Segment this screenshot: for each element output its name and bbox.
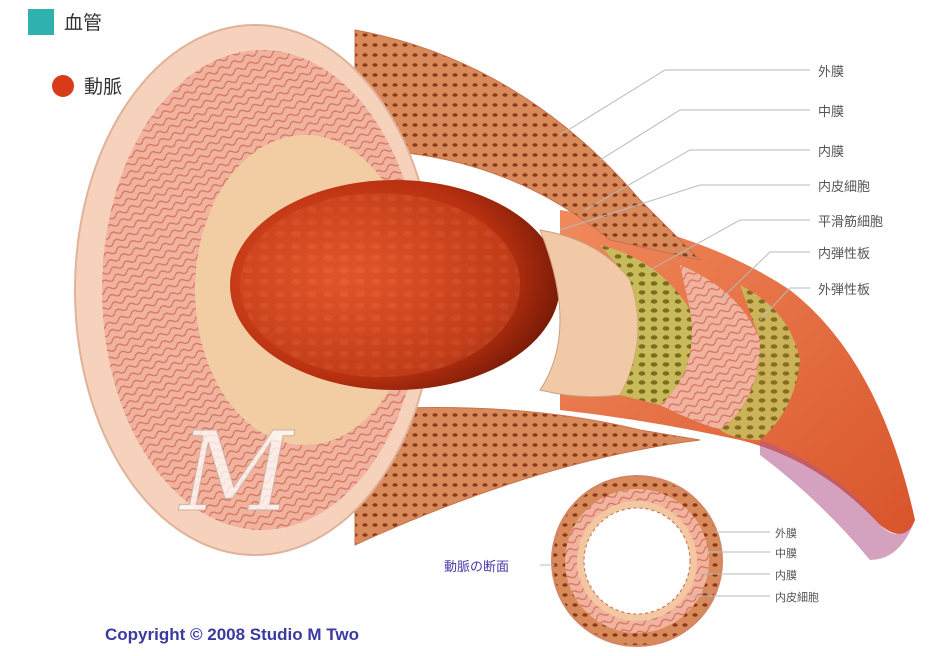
vessel-swatch bbox=[28, 9, 54, 35]
cs-label-endothelium: 内皮細胞 bbox=[775, 589, 819, 605]
label-endothelium: 内皮細胞 bbox=[818, 176, 870, 195]
label-smooth-muscle: 平滑筋細胞 bbox=[818, 211, 883, 230]
label-media: 中膜 bbox=[818, 101, 844, 120]
watermark-m: M bbox=[178, 408, 295, 536]
leader-line-2 bbox=[600, 110, 810, 160]
label-internal-elastic: 内弾性板 bbox=[818, 243, 870, 262]
legend-artery-label: 動脈 bbox=[84, 72, 122, 99]
cross-section-caption: 動脈の断面 bbox=[444, 556, 509, 575]
label-intima: 内膜 bbox=[818, 141, 844, 160]
legend-vessel-label: 血管 bbox=[64, 8, 102, 35]
artery-dot bbox=[52, 75, 74, 97]
legend-vessel: 血管 bbox=[28, 8, 102, 35]
cs-label-media: 中膜 bbox=[775, 545, 797, 561]
label-external-elastic: 外弾性板 bbox=[818, 279, 870, 298]
copyright-text: Copyright © 2008 Studio M Two bbox=[105, 625, 359, 645]
legend-artery: 動脈 bbox=[52, 72, 122, 99]
label-adventitia: 外膜 bbox=[818, 61, 844, 80]
cs-label-adventitia: 外膜 bbox=[775, 525, 797, 541]
cs-label-intima: 内膜 bbox=[775, 567, 797, 583]
lumen-texture bbox=[240, 193, 520, 377]
cross-section-lumen bbox=[584, 508, 690, 614]
leader-line-1 bbox=[560, 70, 810, 135]
